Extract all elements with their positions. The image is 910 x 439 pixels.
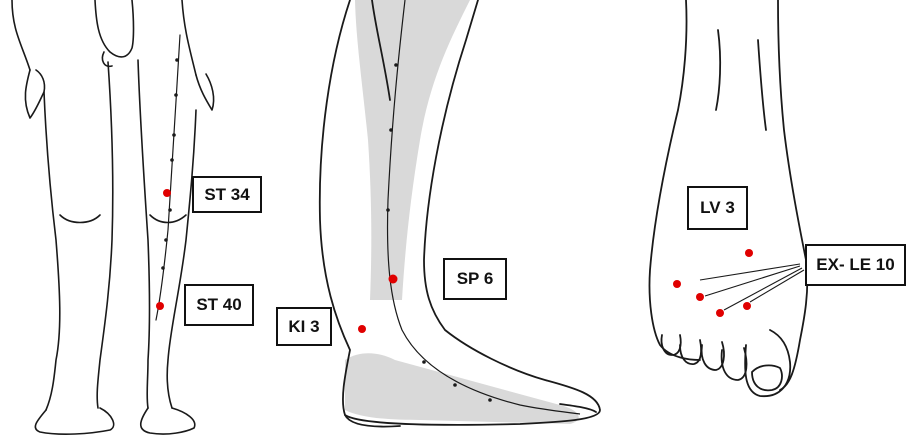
sp6-label: SP 6 (443, 258, 507, 300)
ki3-label: KI 3 (276, 307, 332, 346)
ex-le10-label: EX- LE 10 (805, 244, 906, 286)
st34-label: ST 34 (192, 176, 262, 213)
st40-point (156, 302, 164, 310)
lv3-label: LV 3 (687, 186, 748, 230)
ex-le10-point-3 (716, 309, 724, 317)
lv3-point (745, 249, 753, 257)
st40-label: ST 40 (184, 284, 254, 326)
sp6-point (389, 275, 398, 284)
front-legs-figure (12, 0, 214, 434)
st34-point (163, 189, 171, 197)
ex-le-10-leader-lines (700, 264, 804, 310)
ex-le10-point-2 (696, 293, 704, 301)
ki3-point (358, 325, 366, 333)
ex-le10-point-1 (673, 280, 681, 288)
ex-le10-point-4 (743, 302, 751, 310)
side-leg-figure (320, 0, 600, 427)
